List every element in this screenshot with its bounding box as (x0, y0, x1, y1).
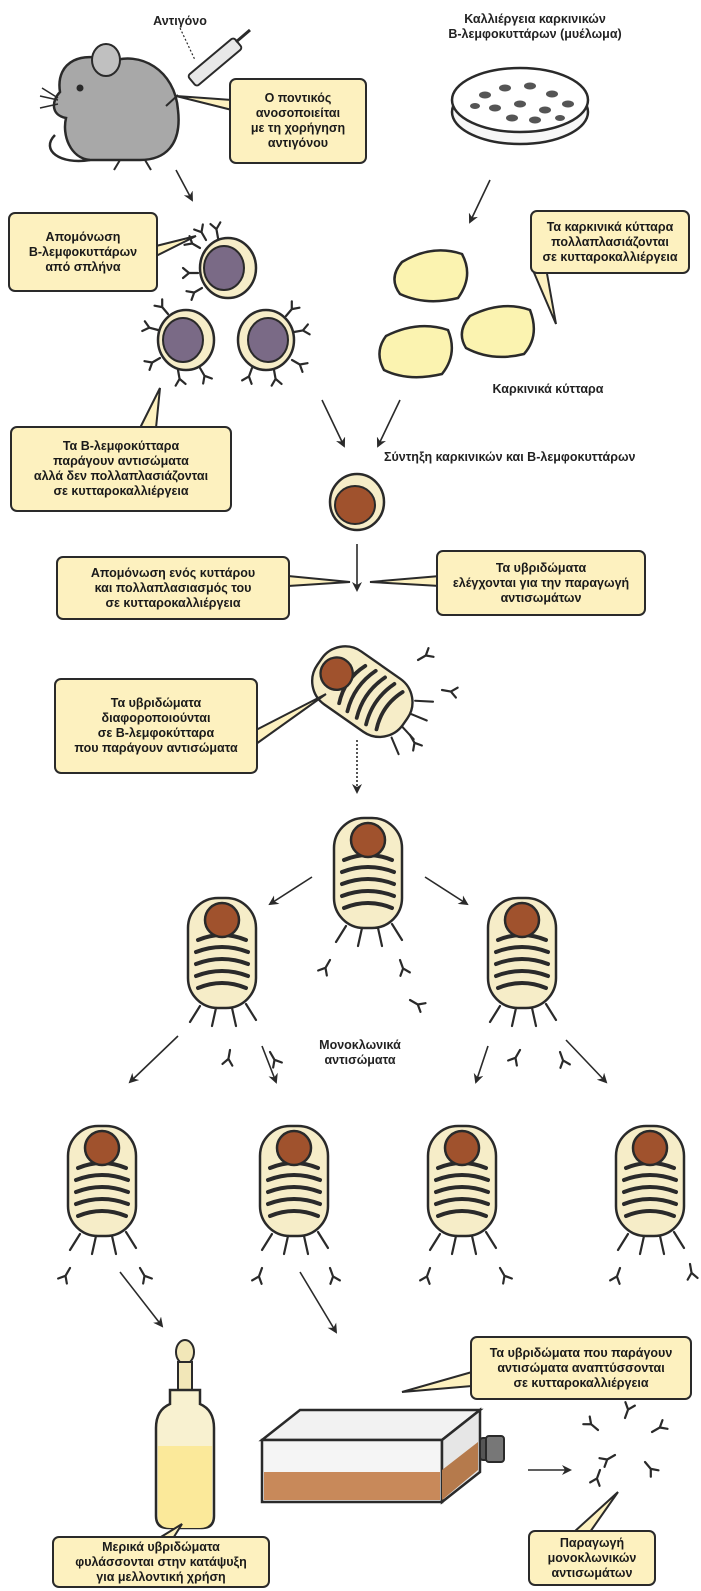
monoclonal-antibodies-cluster (57, 956, 699, 1285)
produced-antibodies (582, 1401, 669, 1487)
storage-vial-icon (154, 1339, 216, 1530)
mouse-illustration (39, 43, 180, 171)
cancer-cells (378, 249, 536, 379)
callout-immunize: Ο ποντικός ανοσοποιείται με τη χορήγηση … (229, 78, 367, 164)
flow-arrows (119, 169, 608, 1475)
b-lymphocyte-cells (141, 221, 311, 387)
callout-b-no-multiply: Τα Β-λεμφοκύτταρα παράγουν αντισώματα αλ… (10, 426, 232, 512)
antigen-label: Αντιγόνο (153, 14, 207, 28)
cancer-cells-label: Καρκινικά κύτταρα (492, 382, 604, 396)
callout-production: Παραγωγή μονοκλωνικών αντισωμάτων (528, 1530, 656, 1586)
fused-cell (328, 472, 386, 532)
callout-differentiate: Τα υβριδώματα διαφοροποιούνται σε Β-λεμφ… (54, 678, 258, 774)
syringe-icon (165, 27, 251, 107)
monoclonal-label: Μονοκλωνικά αντισώματα (319, 1038, 401, 1067)
culture-flask-icon (258, 1407, 505, 1505)
myeloma-label: Καλλιέργεια καρκινικών Β-λεμφοκυττάρων (… (448, 12, 622, 41)
callout-cancer-multiply: Τα καρκινικά κύτταρα πολλαπλασιάζονται σ… (530, 210, 690, 274)
hybridoma-clones (66, 816, 686, 1256)
callout-culture-grow: Τα υβριδώματα που παράγουν αντισώματα αν… (470, 1336, 692, 1400)
callout-isolate-b: Απομόνωση Β-λεμφοκυττάρων από σπλήνα (8, 212, 158, 292)
petri-dish-icon (450, 66, 590, 146)
callout-screening: Τα υβριδώματα ελέγχονται για την παραγωγ… (436, 550, 646, 616)
fusion-label: Σύντηξη καρκινικών και Β-λεμφοκυττάρων (384, 450, 636, 464)
callout-tails (139, 95, 619, 1541)
callout-frozen: Μερικά υβριδώματα φυλάσσονται στην κατάψ… (52, 1536, 270, 1588)
callout-single-cell: Απομόνωση ενός κυττάρου και πολλαπλασιασ… (56, 556, 290, 620)
